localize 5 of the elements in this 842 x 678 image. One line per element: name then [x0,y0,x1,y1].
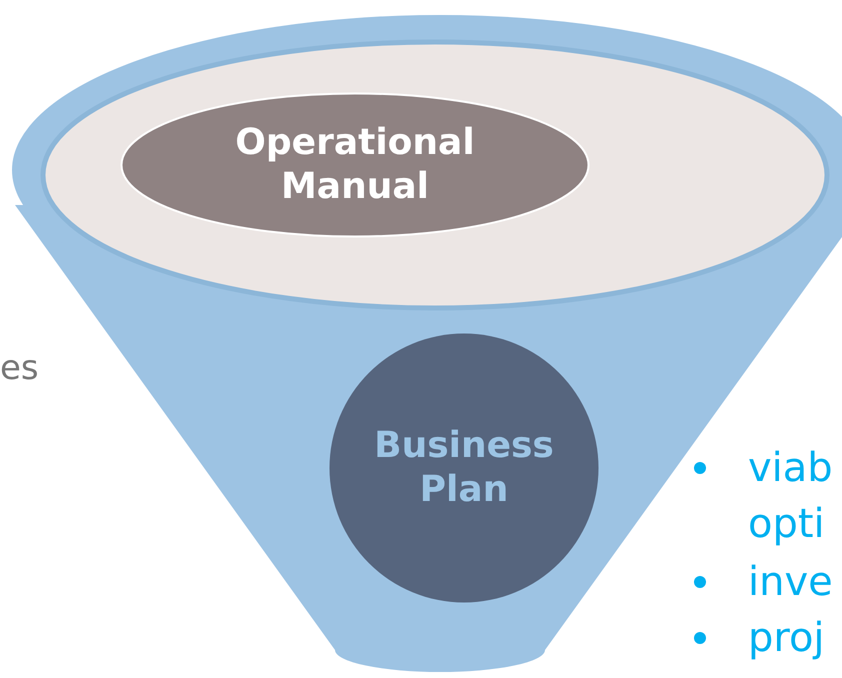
bullet-text: proj [748,614,826,663]
node-label: Business Plan [373,424,555,512]
node-label: Operational Manual [234,121,476,209]
text-fragment: es [0,347,40,390]
bullet-text: inve [748,558,834,607]
